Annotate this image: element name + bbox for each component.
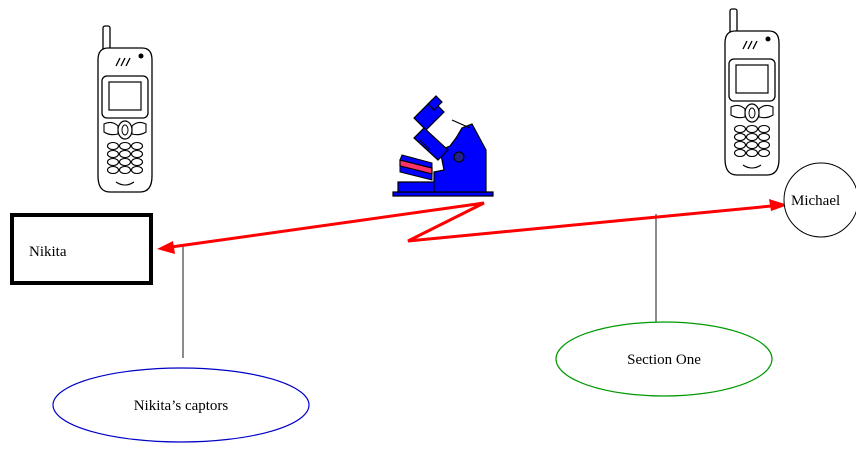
section-one-label: Section One — [627, 352, 701, 368]
michael-node[interactable]: Michael — [783, 162, 856, 238]
nikita-label: Nikita — [29, 244, 67, 260]
arrowhead-left — [157, 241, 175, 254]
signal-path — [157, 199, 788, 254]
michael-label: Michael — [791, 193, 840, 209]
section-one-node[interactable]: Section One — [555, 321, 773, 397]
nikita-node[interactable]: Nikita — [10, 213, 153, 285]
phone-right-icon — [724, 8, 780, 176]
arrowhead-right — [769, 199, 788, 211]
phone-left-icon — [97, 25, 153, 193]
nikitas-captors-label: Nikita’s captors — [134, 398, 229, 414]
nikitas-captors-node[interactable]: Nikita’s captors — [52, 367, 310, 443]
microscope-icon — [392, 95, 494, 197]
